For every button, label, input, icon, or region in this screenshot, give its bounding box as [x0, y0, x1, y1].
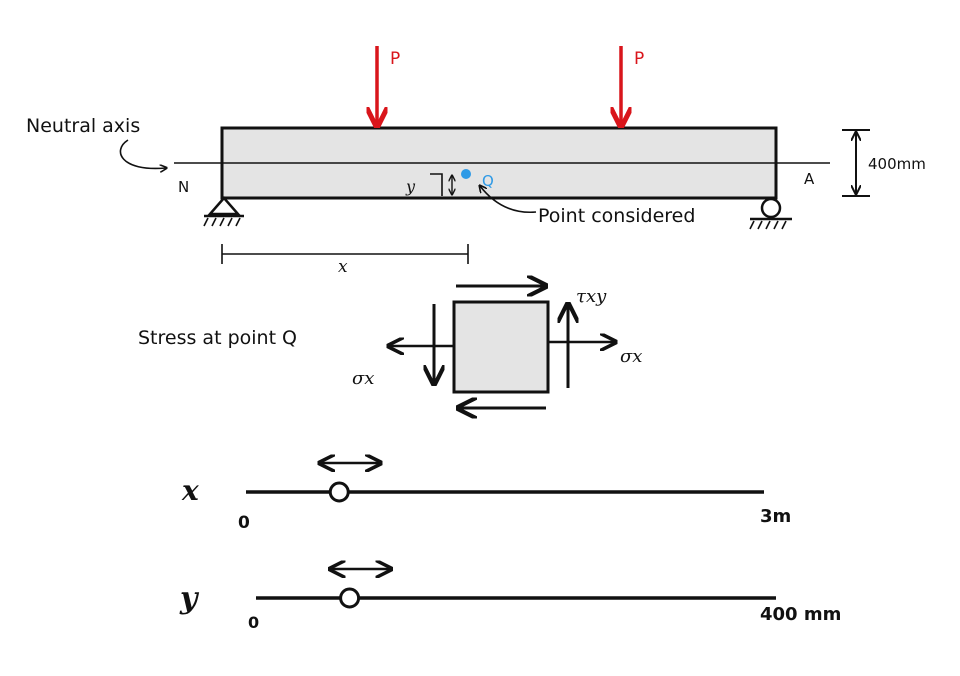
stress-element-square [452, 300, 550, 394]
left-end-label: N [178, 178, 189, 196]
y-slider-max: 400 mm [760, 604, 841, 625]
sigma-left-label: σx [352, 368, 374, 389]
load-label-1: P [390, 49, 400, 69]
point-callout-label: Point considered [538, 205, 695, 227]
x-dimension [221, 244, 469, 264]
point-q-label: Q [482, 172, 494, 190]
roller-support [749, 197, 792, 230]
pin-support [203, 196, 244, 227]
x-slider-max: 3m [760, 506, 791, 527]
x-slider-min: 0 [238, 513, 250, 533]
y-slider-handle[interactable] [339, 587, 361, 609]
y-slider-min: 0 [248, 613, 259, 632]
point-q-dot [461, 169, 471, 179]
y-slider[interactable]: y 0 400 mm [179, 569, 841, 632]
tau-label: τxy [576, 286, 607, 307]
load-label-2: P [634, 49, 644, 69]
x-slider-handle[interactable] [328, 481, 350, 503]
x-slider-name: x [181, 474, 199, 507]
x-slider[interactable]: x 0 3m [181, 463, 791, 533]
point-callout-arrow [480, 186, 537, 214]
sigma-right-label: σx [620, 346, 642, 367]
neutral-axis-label: Neutral axis [26, 115, 140, 137]
y-slider-name: y [179, 581, 200, 616]
stress-title: Stress at point Q [138, 327, 297, 349]
y-dimension-mark [430, 173, 443, 196]
depth-label: 400mm [868, 155, 926, 173]
depth-dimension [842, 129, 870, 197]
y-dimension-label: y [405, 177, 416, 196]
neutral-axis-arrow [119, 139, 166, 168]
x-dimension-label: x [338, 257, 348, 277]
right-end-label: A [804, 170, 815, 188]
